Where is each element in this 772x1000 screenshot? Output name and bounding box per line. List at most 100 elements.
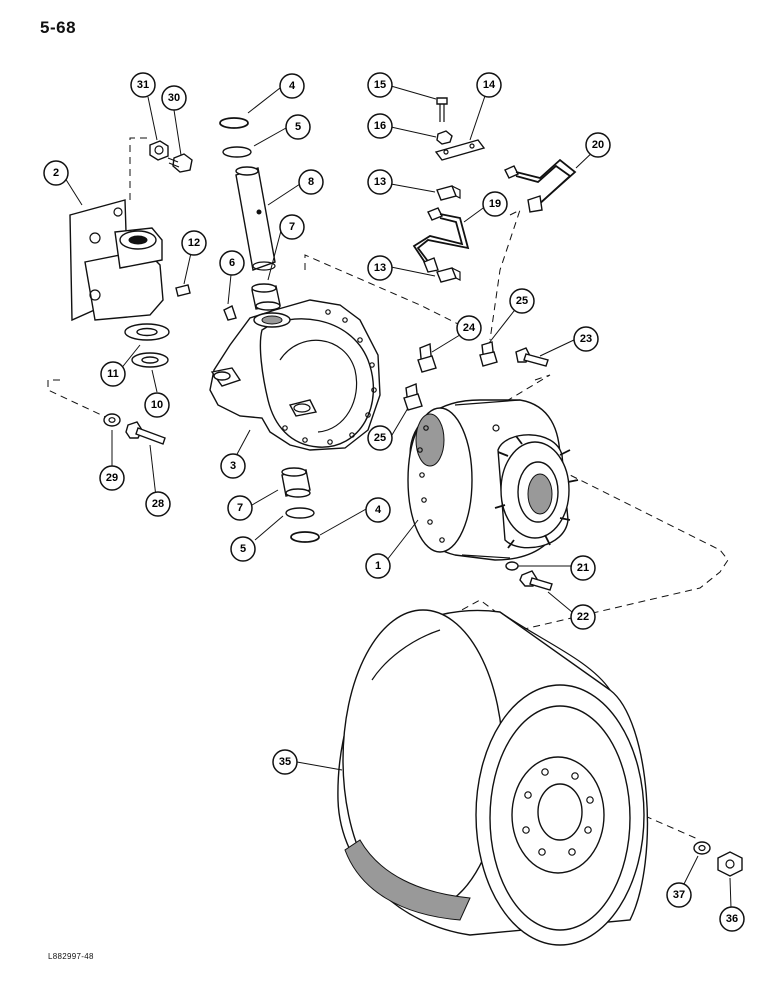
clamp-block-13-bottom	[436, 267, 461, 283]
svg-text:29: 29	[106, 472, 118, 484]
svg-text:11: 11	[107, 368, 119, 380]
nut-16	[436, 130, 453, 145]
callout-29: 29	[99, 465, 125, 491]
nut-31	[149, 140, 169, 161]
svg-text:28: 28	[152, 498, 164, 510]
svg-text:5: 5	[240, 543, 246, 555]
svg-text:22: 22	[577, 611, 589, 623]
svg-text:37: 37	[673, 889, 685, 901]
clamp-plate-14	[434, 139, 486, 161]
callout-6: 6	[219, 250, 245, 276]
bolt-30	[167, 153, 193, 173]
svg-text:7: 7	[289, 221, 295, 233]
callout-4-bottom: 4	[365, 497, 391, 523]
grease-fitting-6	[223, 305, 237, 321]
callout-25-top: 25	[509, 288, 535, 314]
snap-ring-4-bottom	[290, 531, 320, 543]
svg-text:23: 23	[580, 333, 592, 345]
svg-text:10: 10	[151, 399, 163, 411]
hydraulic-tube-20	[504, 158, 577, 213]
svg-text:2: 2	[53, 167, 59, 179]
washer-37	[693, 841, 711, 855]
callout-20: 20	[585, 132, 611, 158]
callout-8: 8	[298, 169, 324, 195]
callout-1: 1	[365, 553, 391, 579]
callout-19: 19	[482, 191, 508, 217]
svg-text:21: 21	[577, 562, 589, 574]
svg-text:31: 31	[137, 79, 149, 91]
callout-4-top: 4	[279, 73, 305, 99]
bolt-28	[125, 421, 166, 445]
callout-7-bottom: 7	[227, 495, 253, 521]
callout-13-top: 13	[367, 169, 393, 195]
svg-text:8: 8	[308, 176, 314, 188]
callout-12: 12	[181, 230, 207, 256]
leader-lines	[64, 85, 732, 909]
svg-text:30: 30	[168, 92, 180, 104]
svg-text:35: 35	[279, 756, 291, 768]
bracket-part-2	[69, 199, 164, 322]
wheel-hub-motor-1	[407, 399, 579, 561]
callout-24: 24	[456, 315, 482, 341]
callout-3: 3	[220, 453, 246, 479]
fitting-24	[417, 343, 437, 373]
bushing-7-top	[251, 283, 281, 311]
svg-text:4: 4	[375, 504, 382, 516]
svg-text:24: 24	[463, 322, 476, 334]
hydraulic-tube-19	[412, 207, 470, 273]
svg-text:36: 36	[726, 913, 738, 925]
bolt-22	[519, 570, 553, 591]
callout-2: 2	[43, 160, 69, 186]
callout-28: 28	[145, 491, 171, 517]
callout-30: 30	[161, 85, 187, 111]
callout-15: 15	[367, 72, 393, 98]
svg-text:13: 13	[374, 176, 386, 188]
svg-text:4: 4	[289, 80, 296, 92]
callout-7-top: 7	[279, 214, 305, 240]
callout-35: 35	[272, 749, 298, 775]
callout-36: 36	[719, 906, 745, 932]
callout-22: 22	[570, 604, 596, 630]
page-number: 5-68	[40, 18, 77, 37]
svg-text:1: 1	[375, 560, 381, 572]
figure-code: L882997-48	[48, 952, 94, 961]
svg-text:19: 19	[489, 198, 501, 210]
washer-29	[103, 413, 121, 427]
callout-16: 16	[367, 113, 393, 139]
svg-text:5: 5	[295, 121, 301, 133]
callout-5-top: 5	[285, 114, 311, 140]
svg-text:3: 3	[230, 460, 236, 472]
svg-text:12: 12	[188, 237, 200, 249]
lug-nut-36	[717, 851, 743, 877]
wheel-studs	[494, 435, 579, 549]
wheel-rim-35	[337, 609, 649, 946]
knuckle-housing-3	[209, 299, 381, 451]
elbow-fitting-25-top	[479, 341, 498, 367]
callout-23: 23	[573, 326, 599, 352]
svg-text:6: 6	[229, 257, 235, 269]
washer-10	[131, 352, 169, 368]
callout-25-bottom: 25	[367, 425, 393, 451]
svg-text:13: 13	[374, 262, 386, 274]
svg-text:7: 7	[237, 502, 243, 514]
svg-text:25: 25	[374, 432, 386, 444]
kingpin-8	[235, 166, 276, 271]
clamp-block-13-top	[436, 185, 461, 201]
snap-ring-4-top	[219, 117, 249, 129]
svg-text:20: 20	[592, 139, 604, 151]
set-screw-12	[175, 284, 191, 297]
bolt-15	[436, 97, 448, 122]
svg-text:16: 16	[374, 120, 386, 132]
washer-21	[505, 561, 519, 571]
callout-10: 10	[144, 392, 170, 418]
callout-14: 14	[476, 72, 502, 98]
fitting-25-bottom	[403, 383, 423, 411]
callout-21: 21	[570, 555, 596, 581]
shim-5-top	[222, 146, 252, 158]
shim-5-bottom	[285, 507, 315, 519]
svg-text:25: 25	[516, 295, 528, 307]
svg-text:14: 14	[483, 79, 496, 91]
callout-13-bottom: 13	[367, 255, 393, 281]
assembly-lines	[47, 137, 729, 841]
